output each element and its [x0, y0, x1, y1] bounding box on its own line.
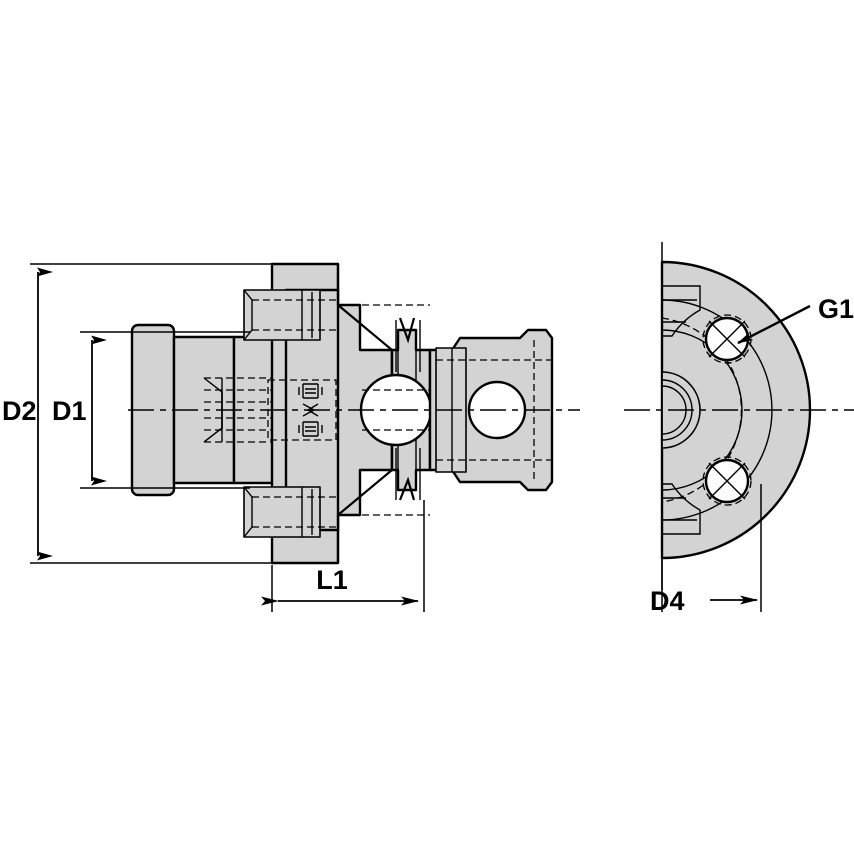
drive-slot-bottom [243, 486, 321, 538]
flange-chamfer-bottom [337, 469, 393, 516]
drive-slot-top-endview [662, 285, 701, 337]
vee-groove-bottom [398, 476, 416, 501]
d4-label: D4 [650, 586, 685, 616]
dimension-annotations-section: D2 D1 L1 [2, 263, 425, 612]
dimension-annotations-endview: G1 D4 [650, 294, 854, 616]
drive-slot-top [243, 289, 321, 341]
set-screw-glyph-lower [298, 421, 323, 437]
d1-label: D1 [52, 396, 87, 426]
coolant-hole-top-x2 [708, 320, 746, 358]
neck-detail-top [395, 320, 421, 372]
flange-chamfer-top [337, 304, 393, 351]
drive-slot-bottom-inner [243, 486, 253, 538]
set-screw-glyph-upper [298, 383, 323, 399]
flange-bolt-circle [661, 317, 742, 503]
coolant-hole-bottom-x2 [708, 462, 746, 500]
drive-slot-bottom-endview [662, 483, 701, 535]
longitudinal-section-view [128, 262, 580, 565]
g1-label: G1 [818, 294, 854, 324]
neck-detail-bottom [395, 448, 421, 500]
coolant-hole-bottom-thread [702, 456, 752, 506]
d2-label: D2 [2, 396, 37, 426]
drive-slot-pockets [243, 289, 338, 538]
drive-slot-top-inner [243, 289, 253, 341]
vee-groove-top [398, 317, 416, 344]
l1-label: L1 [316, 565, 348, 595]
coolant-hole-bottom [702, 456, 752, 506]
g1-leader-line [737, 304, 811, 345]
